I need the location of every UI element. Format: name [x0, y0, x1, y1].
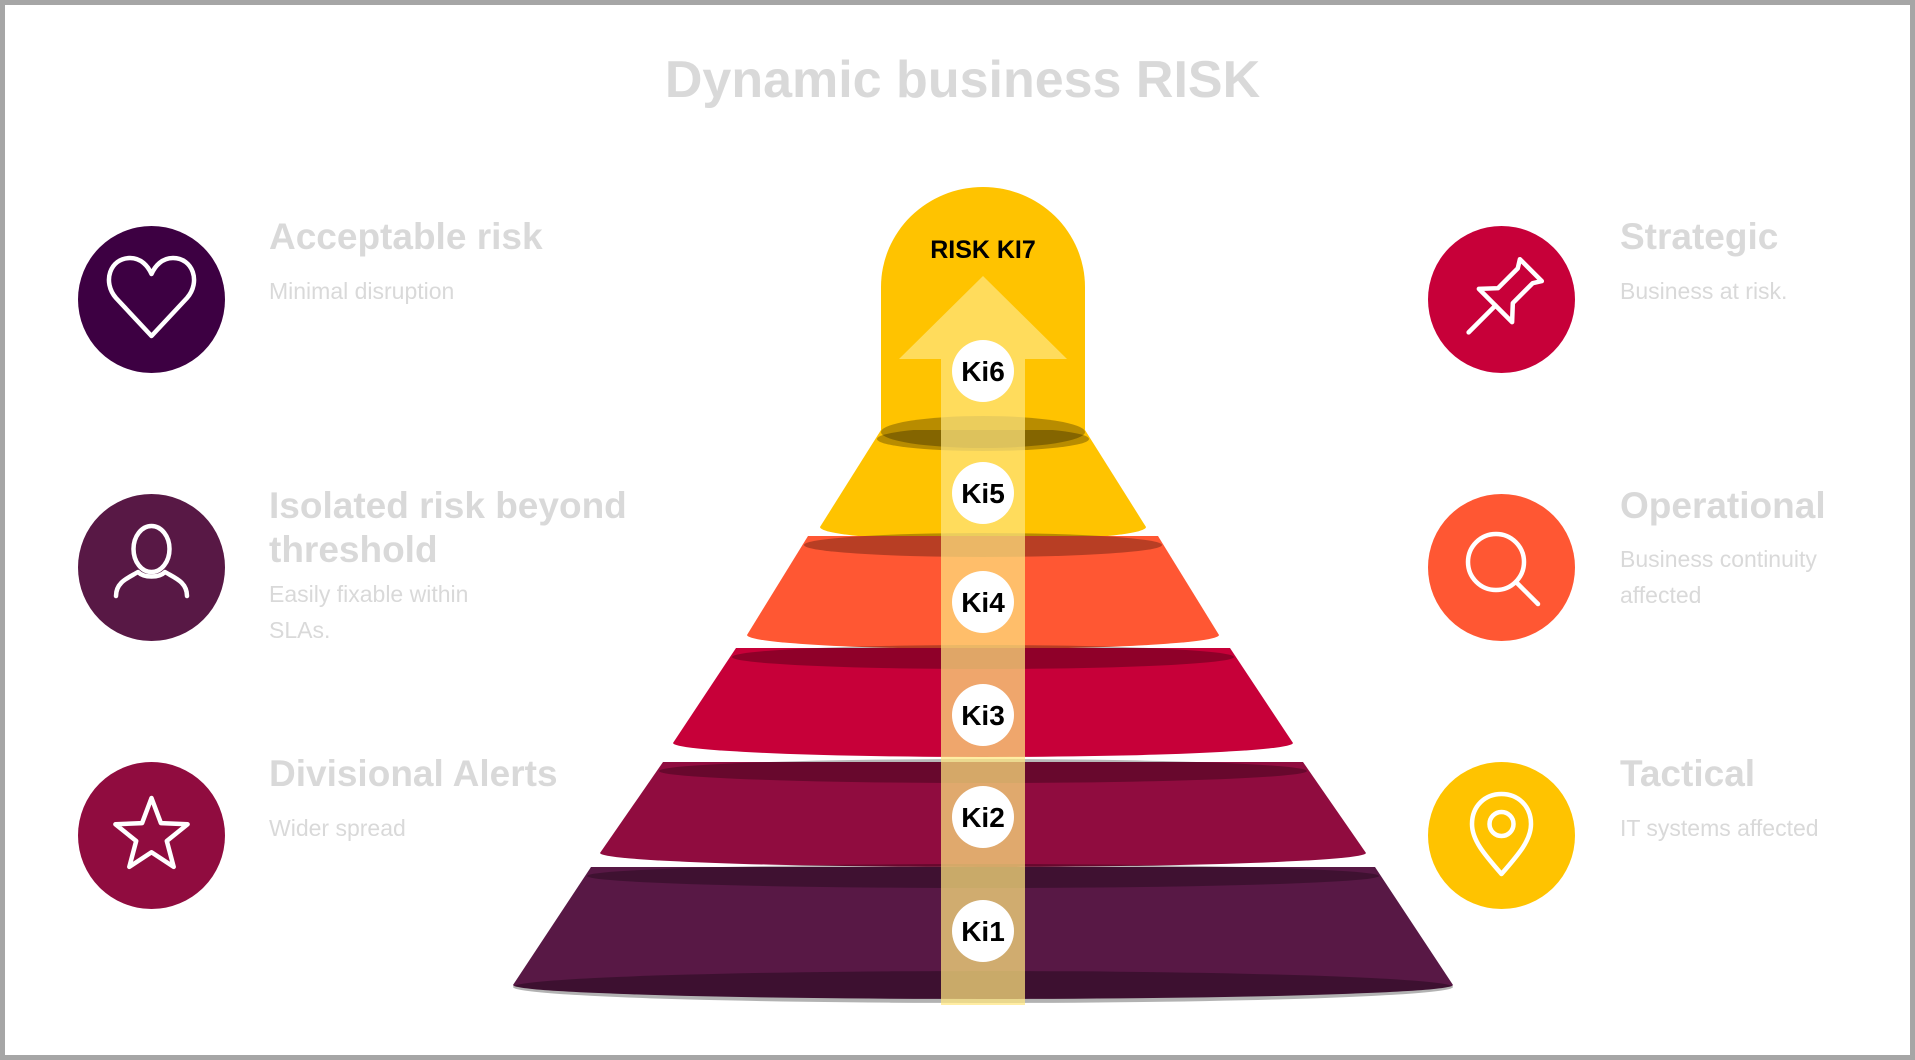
- left-item-1-title: Acceptable risk: [269, 216, 543, 257]
- level-badge-ki2: [952, 786, 1014, 848]
- risk-pyramid: Ki1 Ki2 Ki3 Ki4 Ki5 Ki6 RISK KI7: [513, 187, 1453, 1005]
- heart-icon: [106, 255, 197, 339]
- level-badge-ki5: [952, 462, 1014, 524]
- level-badge-ki3: [952, 684, 1014, 746]
- left-item-2-title: Isolated risk beyond threshold: [269, 485, 627, 570]
- right-item-3-title: Tactical: [1620, 753, 1756, 794]
- level-label-ki2: Ki2: [961, 802, 1005, 833]
- level-badge-ki6: [952, 340, 1014, 402]
- level-label-ki3: Ki3: [961, 700, 1005, 731]
- slide-title: Dynamic business RISK: [664, 51, 1261, 109]
- right-item-1-desc: Business at risk.: [1620, 278, 1788, 304]
- pushpin-icon: [1466, 256, 1545, 335]
- star-icon: [113, 795, 190, 870]
- level-label-ki4: Ki4: [961, 587, 1005, 618]
- left-item-3-desc: Wider spread: [269, 815, 406, 841]
- right-item-2-icon-circle: [1428, 494, 1575, 641]
- left-item-1-desc: Minimal disruption: [269, 278, 455, 304]
- level-label-ki5: Ki5: [961, 478, 1005, 509]
- user-icon: [113, 523, 190, 599]
- right-item-3-icon-circle: [1428, 762, 1575, 909]
- pyramid-top-label: RISK KI7: [930, 236, 1036, 264]
- right-item-2-title: Operational: [1620, 485, 1826, 526]
- level-label-ki1: Ki1: [961, 916, 1005, 947]
- right-item-1-title: Strategic: [1620, 216, 1779, 257]
- left-item-3-icon-circle: [78, 762, 225, 909]
- right-item-2-desc: Business continuity affected: [1620, 546, 1817, 608]
- left-item-2-desc: Easily fixable within SLAs.: [269, 581, 469, 643]
- up-arrow: [899, 276, 1067, 1005]
- search-icon: [1465, 531, 1541, 607]
- right-item-3-desc: IT systems affected: [1620, 815, 1819, 841]
- level-label-ki6: Ki6: [961, 356, 1005, 387]
- location-pin-icon: [1469, 791, 1534, 877]
- left-item-1-icon-circle: [78, 226, 225, 373]
- right-item-1-icon-circle: [1428, 226, 1575, 373]
- left-item-2-icon-circle: [78, 494, 225, 641]
- left-item-3-title: Divisional Alerts: [269, 753, 558, 794]
- level-badge-ki1: [952, 900, 1014, 962]
- level-badge-ki4: [952, 571, 1014, 633]
